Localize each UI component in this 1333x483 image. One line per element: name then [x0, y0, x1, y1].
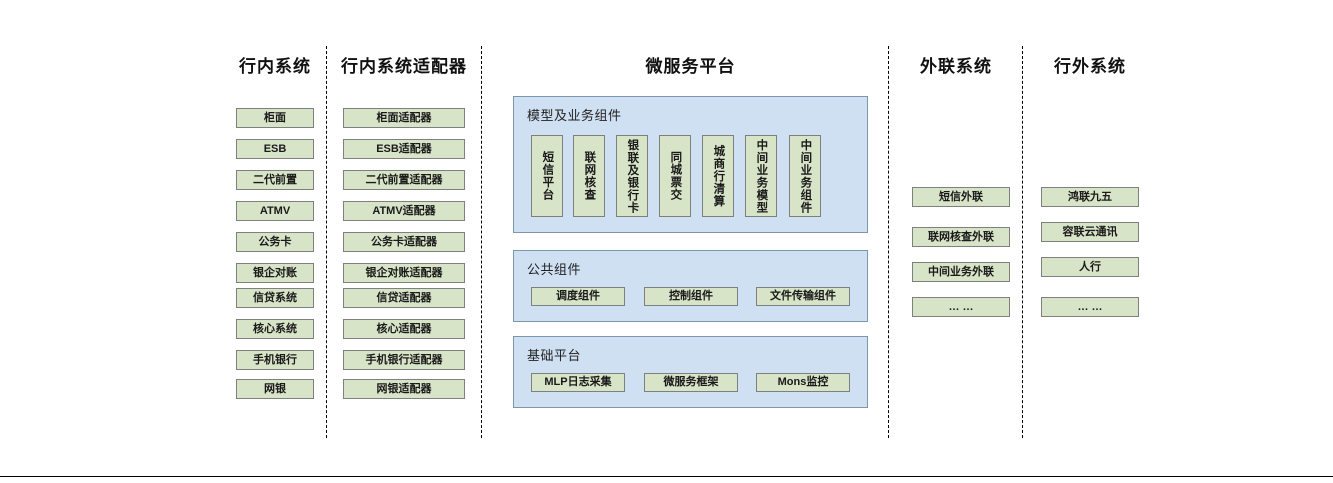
page-bottom-rule	[0, 476, 1333, 477]
list-item[interactable]: MLP日志采集	[531, 373, 625, 392]
list-item[interactable]: 手机银行	[236, 350, 314, 370]
divider-2	[481, 46, 482, 438]
group-label: 公共组件	[527, 262, 582, 277]
list-item[interactable]: 中间业务外联	[912, 262, 1010, 282]
list-item[interactable]: 信贷系统	[236, 288, 314, 308]
list-item[interactable]: 调度组件	[531, 287, 625, 306]
list-item[interactable]: ATMV适配器	[343, 201, 465, 221]
list-item[interactable]: 公务卡	[236, 232, 314, 252]
column-title-outside-bank-systems: 行外系统	[1054, 57, 1126, 76]
group-public-components: 公共组件	[513, 250, 868, 322]
list-item[interactable]: 银企对账适配器	[343, 263, 465, 283]
list-item[interactable]: ESB适配器	[343, 139, 465, 159]
list-item[interactable]: 联网核查	[573, 135, 605, 217]
list-item[interactable]: 容联云通讯	[1041, 222, 1139, 242]
list-item[interactable]: 手机银行适配器	[343, 350, 465, 370]
list-item[interactable]: … …	[912, 297, 1010, 317]
list-item[interactable]: 网银适配器	[343, 379, 465, 399]
list-item[interactable]: ESB	[236, 139, 314, 159]
list-item[interactable]: 短信平台	[531, 135, 563, 217]
list-item[interactable]: 短信外联	[912, 187, 1010, 207]
list-item[interactable]: 同城票交	[659, 135, 691, 217]
list-item[interactable]: 公务卡适配器	[343, 232, 465, 252]
list-item[interactable]: 人行	[1041, 257, 1139, 277]
list-item[interactable]: 城商行清算	[702, 135, 734, 217]
list-item[interactable]: 银联及银行卡	[616, 135, 648, 217]
list-item[interactable]: 银企对账	[236, 263, 314, 283]
list-item[interactable]: 柜面适配器	[343, 108, 465, 128]
list-item[interactable]: 控制组件	[644, 287, 738, 306]
group-base-platform: 基础平台	[513, 336, 868, 408]
list-item[interactable]: 核心系统	[236, 319, 314, 339]
list-item[interactable]: Mons监控	[756, 373, 850, 392]
list-item[interactable]: 核心适配器	[343, 319, 465, 339]
list-item[interactable]: 中间业务模型	[745, 135, 777, 217]
column-title-internal-systems: 行内系统	[239, 57, 311, 76]
list-item[interactable]: 微服务框架	[644, 373, 738, 392]
list-item[interactable]: 信贷适配器	[343, 288, 465, 308]
list-item[interactable]: 中间业务组件	[789, 135, 821, 217]
list-item[interactable]: ATMV	[236, 201, 314, 221]
column-title-internal-adapters: 行内系统适配器	[341, 57, 467, 76]
list-item[interactable]: 文件传输组件	[756, 287, 850, 306]
divider-3	[888, 46, 889, 438]
divider-4	[1022, 46, 1023, 438]
list-item[interactable]: 柜面	[236, 108, 314, 128]
list-item[interactable]: … …	[1041, 297, 1139, 317]
divider-1	[326, 46, 327, 438]
list-item[interactable]: 二代前置适配器	[343, 170, 465, 190]
group-label: 模型及业务组件	[527, 108, 622, 123]
list-item[interactable]: 联网核查外联	[912, 227, 1010, 247]
list-item[interactable]: 网银	[236, 379, 314, 399]
list-item[interactable]: 鸿联九五	[1041, 187, 1139, 207]
list-item[interactable]: 二代前置	[236, 170, 314, 190]
column-title-external-link-systems: 外联系统	[920, 57, 992, 76]
column-title-microservice-platform: 微服务平台	[645, 57, 736, 76]
group-label: 基础平台	[527, 348, 582, 363]
